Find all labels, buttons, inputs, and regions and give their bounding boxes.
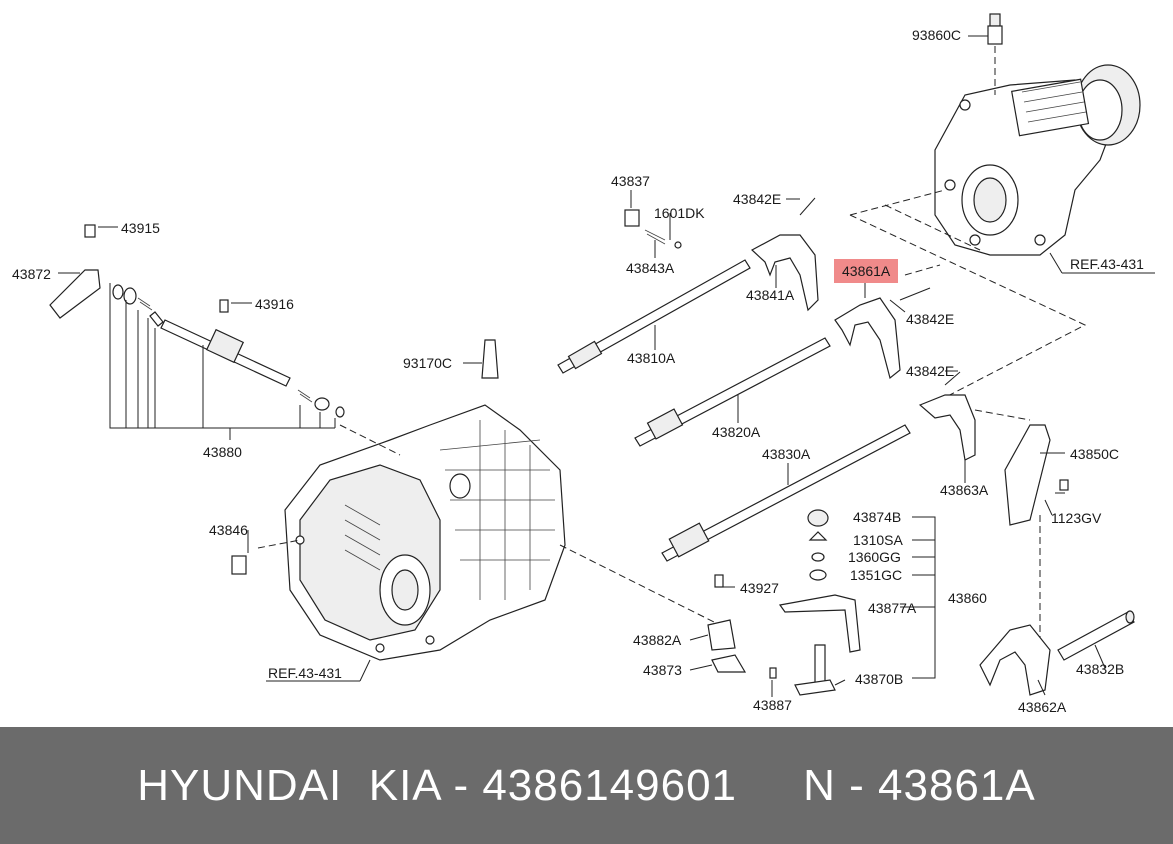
- label-43860: 43860: [948, 590, 987, 606]
- shaft-43810a: [557, 259, 751, 374]
- label-43882a: 43882A: [633, 632, 682, 648]
- lever-43850c: [1004, 424, 1051, 526]
- label-43877a: 43877A: [868, 600, 917, 616]
- label-leaders: [58, 35, 1155, 697]
- shaft-43880: [160, 319, 291, 387]
- shaft-43832b: [1057, 610, 1135, 661]
- label-93170c: 93170C: [403, 355, 452, 371]
- footer-part-number: HYUNDAI KIA - 4386149601 N - 43861A: [137, 760, 1036, 810]
- highlight-box-43861a: [834, 259, 898, 283]
- bracket-43860: [900, 516, 936, 679]
- label-1123gv: 1123GV: [1051, 510, 1102, 526]
- label-43820a: 43820A: [712, 424, 761, 440]
- label-43832b: 43832B: [1076, 661, 1124, 677]
- label-ref-bottom: REF.43-431: [268, 665, 342, 681]
- label-43810a: 43810A: [627, 350, 676, 366]
- fork-43863a: [918, 394, 976, 461]
- label-93860c: 93860C: [912, 27, 961, 43]
- label-43850c: 43850C: [1070, 446, 1119, 462]
- shaft-43820a: [634, 337, 831, 447]
- dashed-leaders: [257, 189, 1087, 650]
- bracket-43880: [109, 283, 336, 440]
- label-43874b: 43874B: [853, 509, 901, 525]
- label-1360gg: 1360GG: [848, 549, 901, 565]
- label-43915: 43915: [121, 220, 160, 236]
- label-43873: 43873: [643, 662, 682, 678]
- label-43842e-low: 43842E: [906, 363, 954, 379]
- label-43843a: 43843A: [626, 260, 675, 276]
- label-43862a: 43862A: [1018, 699, 1067, 715]
- fork-43841a: [750, 234, 819, 312]
- footer-banner: HYUNDAI KIA - 4386149601 N - 43861A: [0, 727, 1173, 844]
- fork-43861a: [834, 297, 901, 380]
- shaft-43830a: [661, 424, 911, 562]
- label-1310sa: 1310SA: [853, 532, 903, 548]
- label-43837: 43837: [611, 173, 650, 189]
- label-1601dk: 1601DK: [654, 205, 705, 221]
- label-43927: 43927: [740, 580, 779, 596]
- label-43861a: 43861A: [842, 263, 891, 279]
- label-43846: 43846: [209, 522, 248, 538]
- label-43870b: 43870B: [855, 671, 903, 687]
- label-43872: 43872: [12, 266, 51, 282]
- label-43887: 43887: [753, 697, 792, 713]
- label-43880: 43880: [203, 444, 242, 460]
- exploded-view-svg: 93860C 43837 1601DK 43842E 43843A 43841A…: [12, 13, 1155, 715]
- label-43916: 43916: [255, 296, 294, 312]
- main-housing: [284, 404, 566, 661]
- rear-housing: [934, 64, 1141, 256]
- label-43842e-top: 43842E: [733, 191, 781, 207]
- label-ref-top: REF.43-431: [1070, 256, 1144, 272]
- label-1351gc: 1351GC: [850, 567, 902, 583]
- fork-43862a: [979, 624, 1051, 696]
- label-43842e-mid: 43842E: [906, 311, 954, 327]
- label-43830a: 43830A: [762, 446, 811, 462]
- parts-diagram: 93860C 43837 1601DK 43842E 43843A 43841A…: [12, 13, 1155, 715]
- label-43841a: 43841A: [746, 287, 795, 303]
- small-parts: [49, 197, 1069, 696]
- sensor-93860c: [987, 13, 1003, 95]
- label-43863a: 43863A: [940, 482, 989, 498]
- part-labels: 93860C 43837 1601DK 43842E 43843A 43841A…: [12, 27, 1144, 715]
